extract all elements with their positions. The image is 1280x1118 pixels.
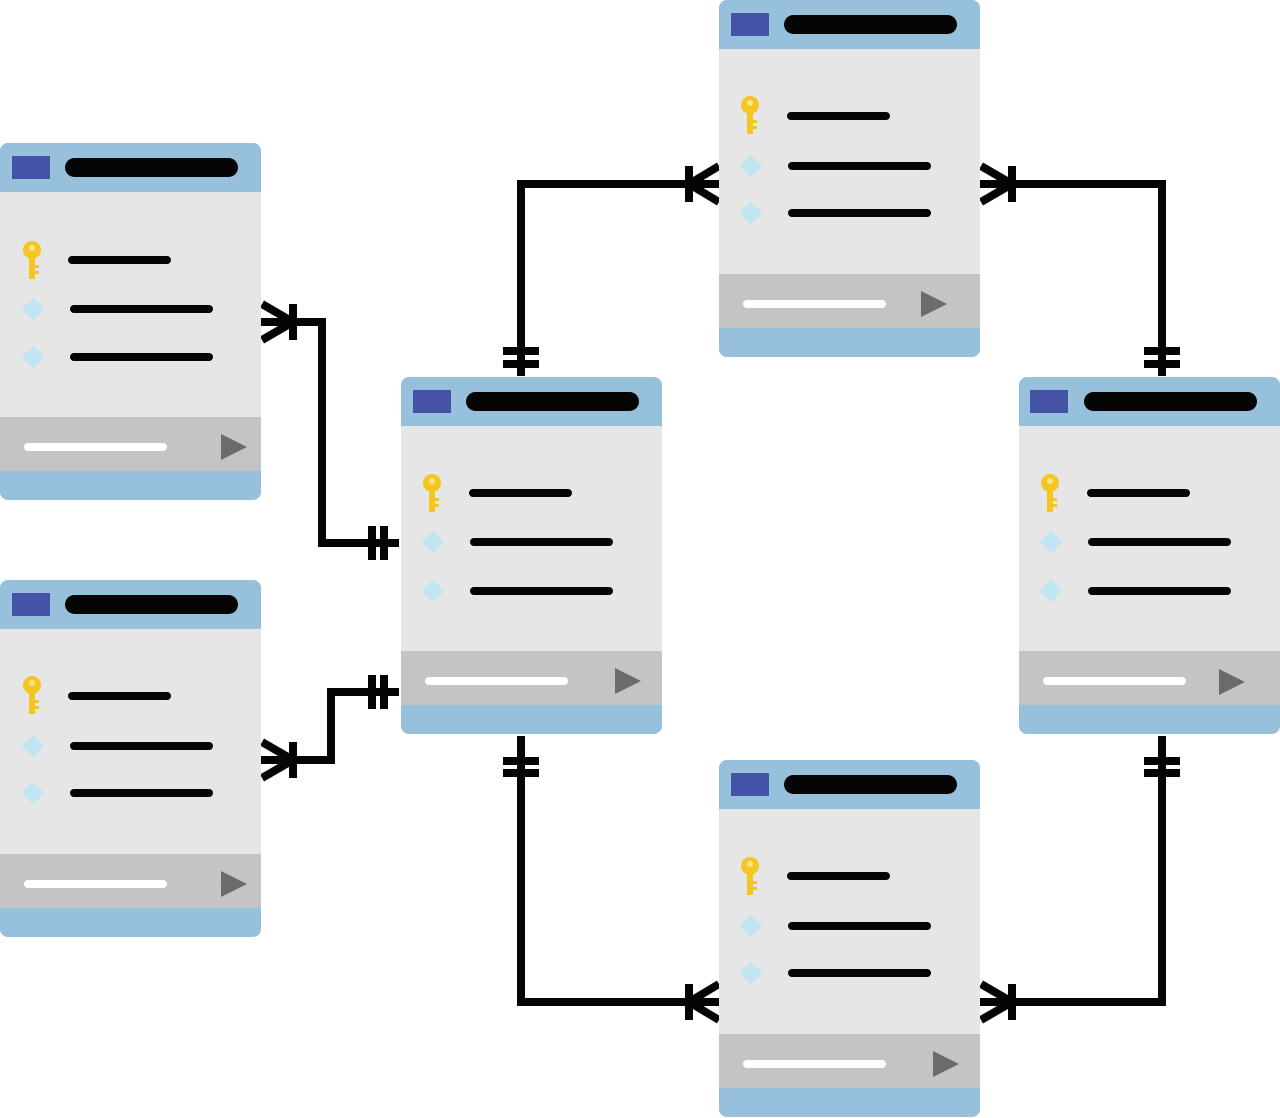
key-icon: [1041, 474, 1059, 512]
center-table[interactable]: [401, 377, 662, 734]
table-flag-icon: [413, 390, 451, 413]
table-header: [719, 760, 980, 809]
field-line-primary: [787, 112, 890, 120]
field-diamond-icon: [421, 530, 445, 554]
table-bottom-bar: [0, 908, 261, 937]
table-title-bar: [466, 392, 639, 411]
key-icon: [741, 96, 759, 134]
table-title-bar: [784, 775, 957, 794]
table-footer: [1019, 651, 1280, 705]
table-flag-icon: [12, 156, 50, 179]
field-diamond-icon: [21, 345, 45, 369]
relationship-right-top: [978, 162, 1180, 376]
footer-input-bar[interactable]: [24, 880, 167, 888]
field-line: [470, 538, 613, 546]
field-diamond-icon: [1039, 579, 1063, 603]
footer-input-bar[interactable]: [743, 1060, 886, 1068]
table-bottom-bar: [401, 705, 662, 734]
field-diamond-icon: [739, 154, 763, 178]
field-diamond-icon: [421, 579, 445, 603]
field-line: [788, 969, 931, 977]
right-table[interactable]: [1019, 377, 1280, 734]
table-flag-icon: [731, 773, 769, 796]
table-footer: [401, 651, 662, 705]
field-line: [70, 789, 213, 797]
field-line: [788, 162, 931, 170]
field-diamond-icon: [21, 297, 45, 321]
relationship-center-left-bottom: [259, 675, 399, 782]
left-top-table[interactable]: [0, 143, 261, 500]
table-header: [0, 580, 261, 629]
table-header: [0, 143, 261, 192]
play-icon[interactable]: [1219, 669, 1245, 695]
table-footer: [0, 854, 261, 908]
bottom-table[interactable]: [719, 760, 980, 1117]
field-diamond-icon: [739, 914, 763, 938]
table-title-bar: [1084, 392, 1257, 411]
table-title-bar: [65, 595, 238, 614]
field-line: [1088, 587, 1231, 595]
table-bottom-bar: [719, 1088, 980, 1117]
field-diamond-icon: [739, 961, 763, 985]
relationship-right-bottom: [978, 736, 1180, 1024]
footer-input-bar[interactable]: [425, 677, 568, 685]
table-flag-icon: [1030, 390, 1068, 413]
key-icon: [423, 474, 441, 512]
field-line-primary: [469, 489, 572, 497]
table-title-bar: [784, 15, 957, 34]
table-bottom-bar: [0, 471, 261, 500]
footer-input-bar[interactable]: [24, 443, 167, 451]
table-header: [401, 377, 662, 426]
table-flag-icon: [12, 593, 50, 616]
table-footer: [719, 1034, 980, 1088]
left-bottom-table[interactable]: [0, 580, 261, 937]
field-line-primary: [68, 256, 171, 264]
relationship-center-bottom: [503, 736, 722, 1024]
table-bottom-bar: [1019, 705, 1280, 734]
field-line: [788, 922, 931, 930]
table-title-bar: [65, 158, 238, 177]
field-diamond-icon: [1039, 530, 1063, 554]
table-header: [1019, 377, 1280, 426]
top-table[interactable]: [719, 0, 980, 357]
field-line: [1088, 538, 1231, 546]
play-icon[interactable]: [921, 291, 947, 317]
relationship-center-left-top: [259, 300, 399, 560]
field-line-primary: [68, 692, 171, 700]
play-icon[interactable]: [933, 1051, 959, 1077]
key-icon: [741, 857, 759, 895]
key-icon: [23, 676, 41, 714]
play-icon[interactable]: [615, 668, 641, 694]
field-line-primary: [787, 872, 890, 880]
table-footer: [719, 274, 980, 328]
table-bottom-bar: [719, 328, 980, 357]
footer-input-bar[interactable]: [1043, 677, 1186, 685]
relationship-center-top: [503, 162, 722, 376]
field-diamond-icon: [739, 201, 763, 225]
table-flag-icon: [731, 13, 769, 36]
field-line: [470, 587, 613, 595]
field-line: [70, 742, 213, 750]
field-line: [70, 305, 213, 313]
play-icon[interactable]: [221, 871, 247, 897]
field-diamond-icon: [21, 781, 45, 805]
footer-input-bar[interactable]: [743, 300, 886, 308]
field-line: [70, 353, 213, 361]
play-icon[interactable]: [221, 434, 247, 460]
field-line: [788, 209, 931, 217]
field-line-primary: [1087, 489, 1190, 497]
table-header: [719, 0, 980, 49]
key-icon: [23, 241, 41, 279]
field-diamond-icon: [21, 734, 45, 758]
table-footer: [0, 417, 261, 471]
